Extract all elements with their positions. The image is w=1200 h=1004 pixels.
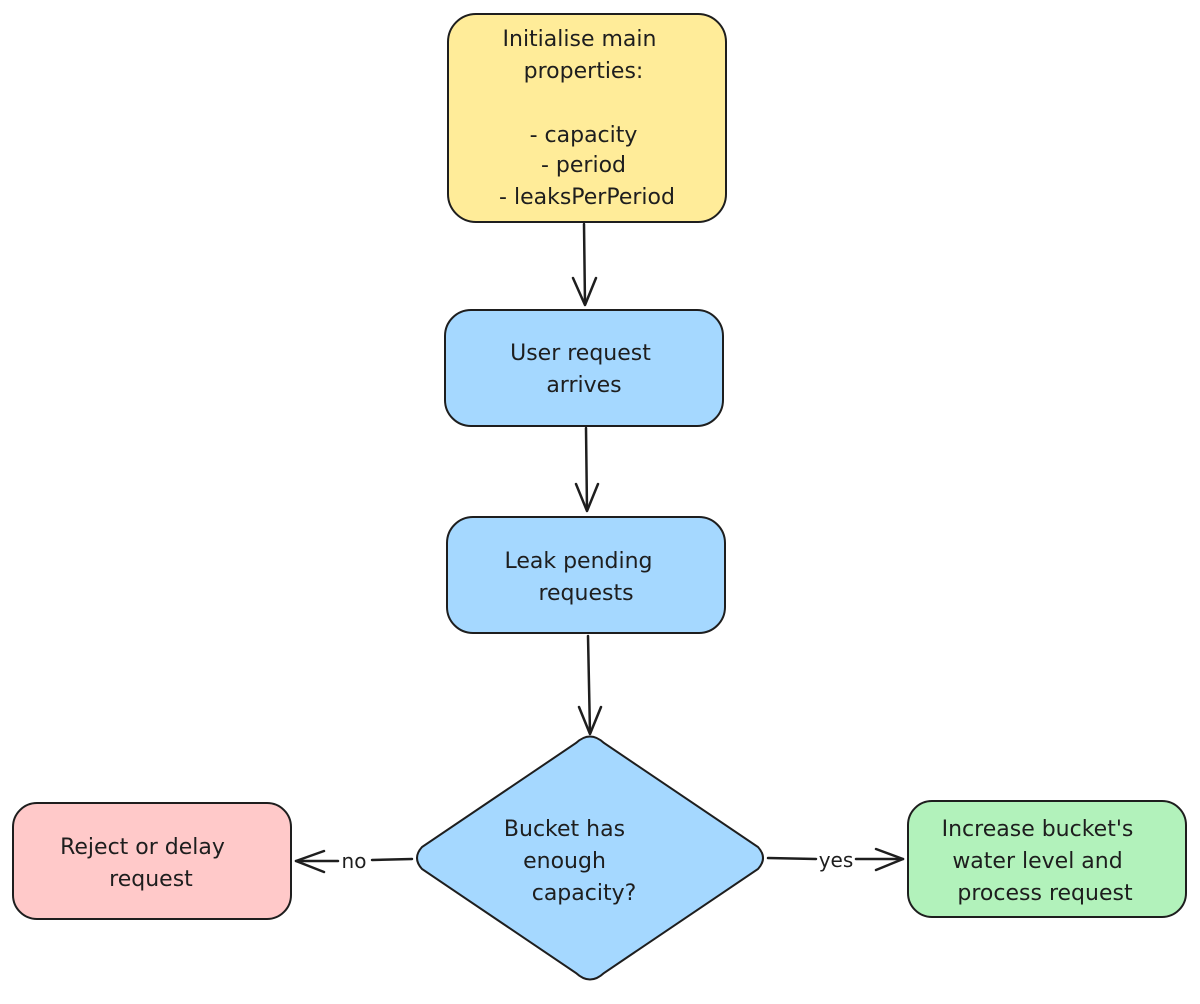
arrow-decision-to-accept: yes xyxy=(766,847,905,872)
arrow-request-to-leak xyxy=(574,426,600,513)
arrow-request-to-leak-head xyxy=(574,482,600,513)
init-line-5: - period xyxy=(541,153,626,178)
edge-label-yes: yes xyxy=(819,848,854,872)
arrow-init-to-request-shaft xyxy=(582,222,587,306)
arrow-decision-to-reject-head xyxy=(294,849,326,874)
init-line-6: - leaksPerPeriod xyxy=(499,185,675,210)
arrow-init-to-request xyxy=(571,222,598,307)
accept-line-2: water level and xyxy=(952,849,1122,874)
leak-line-1: Leak pending xyxy=(504,549,652,574)
request-line-2: arrives xyxy=(546,373,621,398)
init-node[interactable]: Initialise main properties: - capacity -… xyxy=(447,13,727,223)
arrow-decision-to-reject: no xyxy=(294,849,414,874)
leak-line-2: requests xyxy=(538,581,633,606)
arrow-init-to-request-head xyxy=(571,276,598,307)
accept-line-3: process request xyxy=(957,881,1133,906)
reject-node[interactable]: Reject or delay request xyxy=(12,802,292,920)
init-line-2: properties: xyxy=(524,59,644,84)
request-line-1: User request xyxy=(510,341,651,366)
svg-text:Bucket has enough: Bucket has enough capacity? xyxy=(504,817,636,906)
svg-text:Reject or delay reques: Reject or delay request xyxy=(60,835,232,892)
arrow-decision-to-reject-shaft-right xyxy=(370,857,414,862)
arrow-decision-to-accept-head xyxy=(874,847,905,872)
request-node[interactable]: User request arrives xyxy=(444,309,724,427)
init-line-1: Initialise main xyxy=(503,27,657,52)
arrow-leak-to-decision-shaft xyxy=(586,634,592,735)
decision-node[interactable]: Bucket has enough capacity? xyxy=(416,735,764,981)
leak-node[interactable]: Leak pending requests xyxy=(446,516,726,634)
accept-node-box xyxy=(907,800,1187,918)
arrow-decision-to-accept-shaft-left xyxy=(766,856,818,861)
leak-node-box xyxy=(446,516,726,634)
edge-label-no: no xyxy=(342,849,367,873)
init-line-4: - capacity xyxy=(530,123,638,148)
decision-line-3: capacity? xyxy=(532,881,637,906)
reject-node-box xyxy=(12,802,292,920)
init-node-box xyxy=(447,13,727,223)
svg-text:Increase bucket's wate: Increase bucket's water level and proces… xyxy=(942,817,1141,906)
accept-line-1: Increase bucket's xyxy=(942,817,1134,842)
decision-node-diamond xyxy=(416,735,764,981)
accept-node[interactable]: Increase bucket's water level and proces… xyxy=(907,800,1187,918)
svg-text:Leak pending requests: Leak pending requests xyxy=(504,549,659,606)
reject-line-2: request xyxy=(109,867,193,892)
decision-line-1: Bucket has xyxy=(504,817,625,842)
arrow-leak-to-decision-head xyxy=(577,705,603,736)
svg-text:Initialise main proper: Initialise main properties: - capacity -… xyxy=(499,27,675,210)
svg-text:User request arrives: User request arrives xyxy=(510,341,658,398)
decision-line-2: enough xyxy=(523,849,606,874)
reject-line-1: Reject or delay xyxy=(60,835,225,860)
request-node-box xyxy=(444,309,724,427)
arrow-leak-to-decision xyxy=(577,634,603,736)
arrow-request-to-leak-shaft xyxy=(584,426,589,512)
